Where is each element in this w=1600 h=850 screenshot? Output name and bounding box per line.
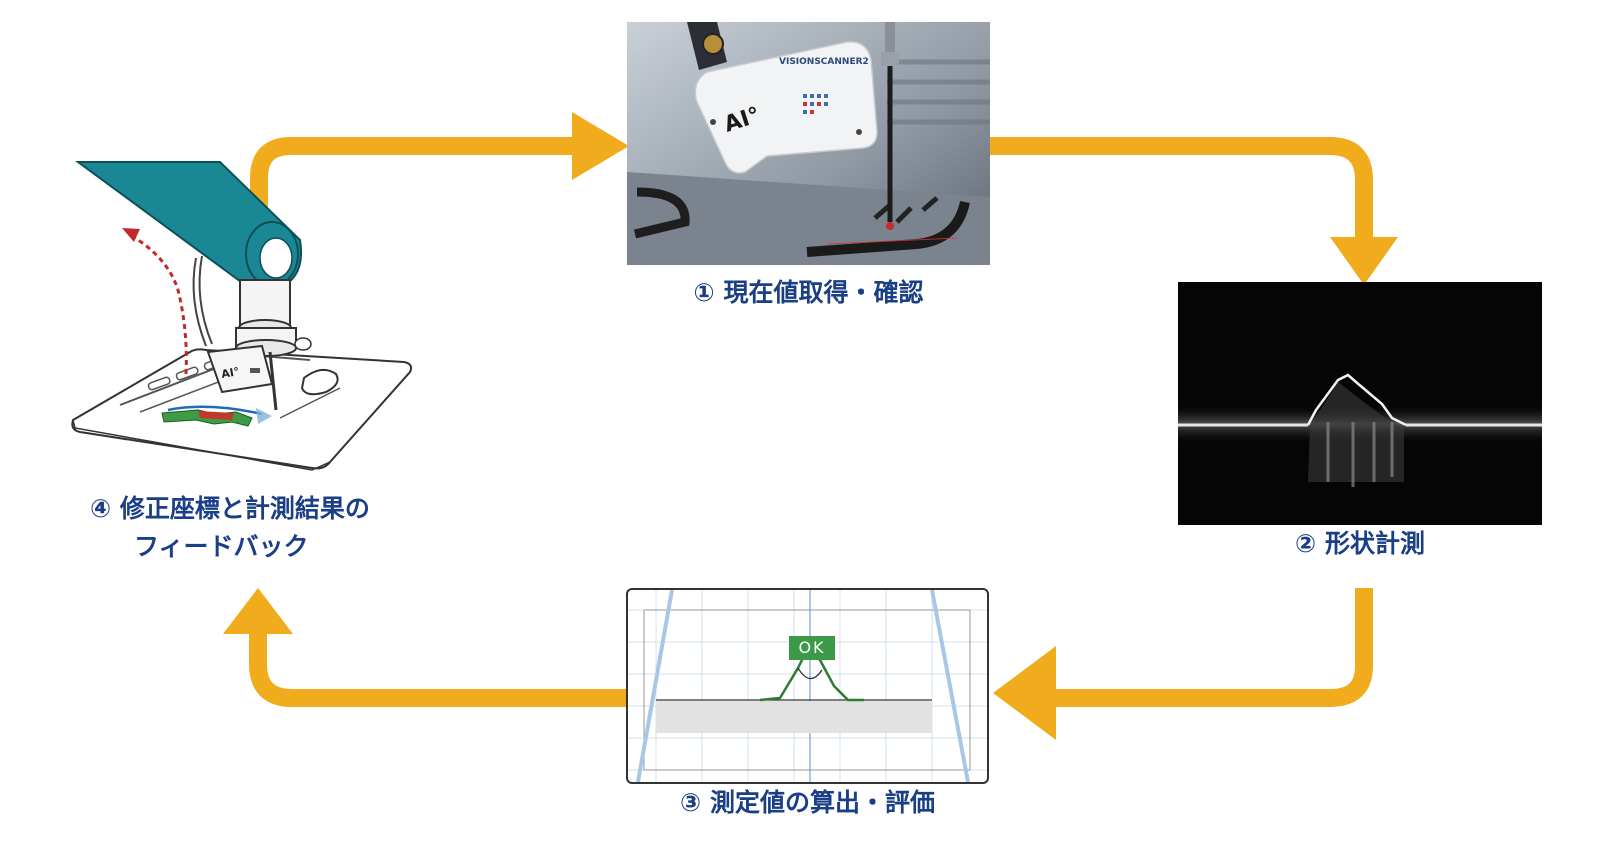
arrow-2-to-3 <box>1050 588 1373 707</box>
feedback-arrowhead <box>122 228 140 242</box>
sensor-body: VISIONSCANNER2 AI° <box>694 41 878 174</box>
step-1-title: 現在値取得・確認 <box>723 278 924 307</box>
step-1-number: ① <box>693 278 715 307</box>
step-2-number: ② <box>1295 529 1317 558</box>
step-2-label: ② 形状計測 <box>1178 525 1542 563</box>
arrowhead-to-step-2 <box>1330 237 1398 285</box>
step-1-sensor-photo: VISIONSCANNER2 AI° <box>627 22 990 265</box>
step-4-title-line-2: フィードバック <box>134 532 309 561</box>
step-4-number: ④ <box>90 494 112 523</box>
step-3-label: ③ 測定値の算出・評価 <box>626 784 989 822</box>
robot-illustration: AI° <box>71 161 413 471</box>
step-1-label: ① 現在値取得・確認 <box>627 274 990 312</box>
step-3-number: ③ <box>680 788 702 817</box>
plate-ring-feature <box>300 368 339 396</box>
step-2-scan-image <box>1178 282 1542 525</box>
arrow-4-to-1 <box>250 137 575 208</box>
step-3-evaluation-chart: OK <box>626 588 989 784</box>
arrow-1-to-2 <box>990 137 1373 240</box>
step-4-title-line-1: 修正座標と計測結果の <box>119 494 370 523</box>
scan-profile <box>1306 373 1407 427</box>
step-3-title: 測定値の算出・評価 <box>709 788 935 817</box>
arrowhead-to-step-3 <box>993 646 1056 740</box>
step-2-title: 形状計測 <box>1324 529 1425 558</box>
step-4-label: ④ 修正座標と計測結果の フィードバック <box>90 490 370 566</box>
svg-text:AI°: AI° <box>220 365 240 381</box>
arrowhead-to-step-4 <box>223 588 293 634</box>
arrow-3-to-4 <box>249 630 626 707</box>
feedback-arrow-path <box>131 234 188 375</box>
arrowhead-to-step-1 <box>572 112 629 180</box>
ok-badge: OK <box>789 636 835 660</box>
sensor-brand-text: VISIONSCANNER2 <box>779 57 869 67</box>
measured-profile-line <box>759 652 864 702</box>
